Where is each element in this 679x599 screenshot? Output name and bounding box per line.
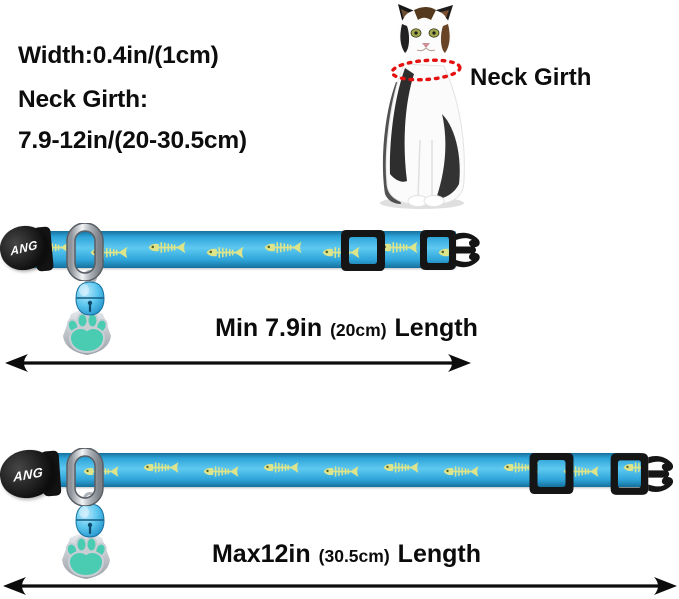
fishbone-icon (206, 246, 244, 259)
paw-charm-icon (62, 524, 110, 579)
d-ring-icon (66, 223, 104, 281)
d-ring-icon (66, 448, 104, 506)
max-length-arrow (3, 577, 677, 595)
min-length-arrow (5, 354, 471, 372)
fishbone-icon (264, 241, 302, 254)
fishbone-icon (323, 466, 359, 477)
neck-girth-indicator (390, 58, 462, 82)
paw-charm-icon (63, 300, 111, 355)
max-length-value: Max12in (211, 540, 311, 568)
triglide-slider-icon (529, 453, 574, 494)
fishbone-icon (143, 462, 179, 473)
neck-girth-annotation: Neck Girth (470, 64, 592, 91)
min-length-value: Min 7.9in (215, 314, 323, 342)
min-length-metric: (20cm) (330, 320, 387, 340)
fishbone-icon (263, 462, 299, 473)
fishbone-icon (203, 466, 239, 477)
side-release-buckle-icon (610, 453, 674, 495)
brand-logo: ANG (13, 463, 43, 485)
neck-girth-range-text: 7.9-12in/(20-30.5cm) (18, 127, 247, 154)
max-length-word: Length (397, 540, 481, 568)
triglide-slider-icon (341, 230, 385, 271)
fishbone-icon (383, 462, 419, 473)
cat-photo (380, 4, 465, 209)
neck-girth-title-text: Neck Girth: (18, 86, 148, 113)
min-length-label: Min 7.9in (20cm) Length (7, 314, 679, 343)
width-spec-text: Width:0.4in/(1cm) (18, 42, 219, 69)
fishbone-icon (148, 241, 186, 254)
max-length-label: Max12in (30.5cm) Length (7, 540, 679, 569)
cat-head (398, 4, 453, 62)
brand-logo: ANG (9, 237, 39, 259)
side-release-buckle-icon (420, 230, 480, 270)
fishbone-icon (623, 462, 642, 473)
fishbone-icon (443, 466, 479, 477)
max-length-metric: (30.5cm) (318, 546, 390, 566)
min-length-word: Length (394, 314, 478, 342)
